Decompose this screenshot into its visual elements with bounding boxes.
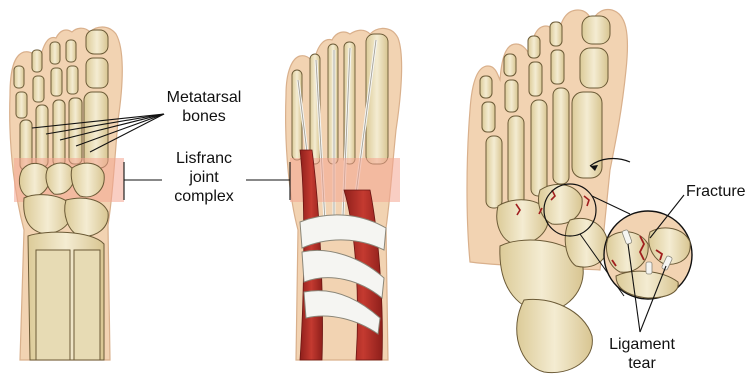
lisfranc-label-line1: Lisfranc [162,149,246,168]
lisfranc-label-line3: complex [162,187,246,206]
ligament-tear-label: Ligament tear [600,335,684,373]
magnified-inset [604,211,692,299]
metatarsal-label: Metatarsal bones [158,88,250,126]
foot-injury-panel [467,10,692,373]
ligament-tear-label-line2: tear [600,354,684,373]
lisfranc-label-line2: joint [162,168,246,187]
metatarsal-label-line1: Metatarsal [158,88,250,107]
metatarsal-label-line2: bones [158,107,250,126]
foot-bones-panel [10,27,124,360]
fracture-label: Fracture [686,182,746,201]
lisfranc-label: Lisfranc joint complex [162,149,246,206]
ligament-tear-label-line1: Ligament [600,335,684,354]
foot-ligaments-panel [286,28,402,360]
